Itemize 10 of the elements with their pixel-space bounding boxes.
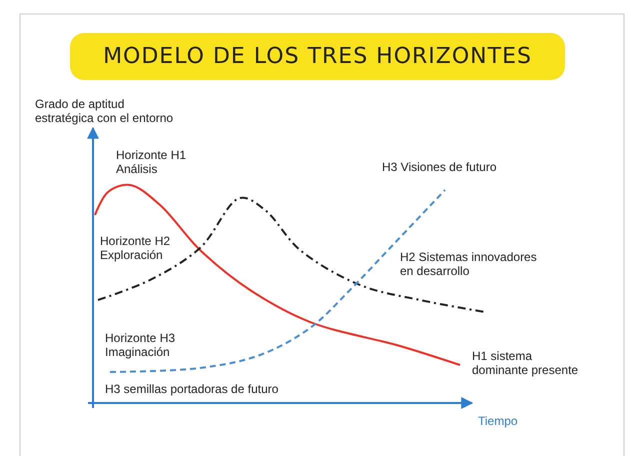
title-banner: MODELO DE LOS TRES HORIZONTES [70, 33, 565, 80]
curve-label: H3 Visiones de futuro [382, 160, 498, 174]
horizon-label: Horizonte H1 Análisis [116, 148, 188, 176]
curve-label: H2 Sistemas innovadores en desarrollo [400, 250, 538, 278]
axis-label: Grado de aptitud estratégica con el entorno [35, 97, 174, 125]
curve-label: H3 semillas portadoras de futuro [105, 382, 280, 396]
horizon-label: Horizonte H2 Exploración [100, 234, 172, 262]
axis-label: Tiempo [478, 414, 519, 428]
curve-label: H1 sistema dominante presente [472, 349, 580, 377]
horizon-label: Horizonte H3 Imaginación [105, 331, 176, 359]
